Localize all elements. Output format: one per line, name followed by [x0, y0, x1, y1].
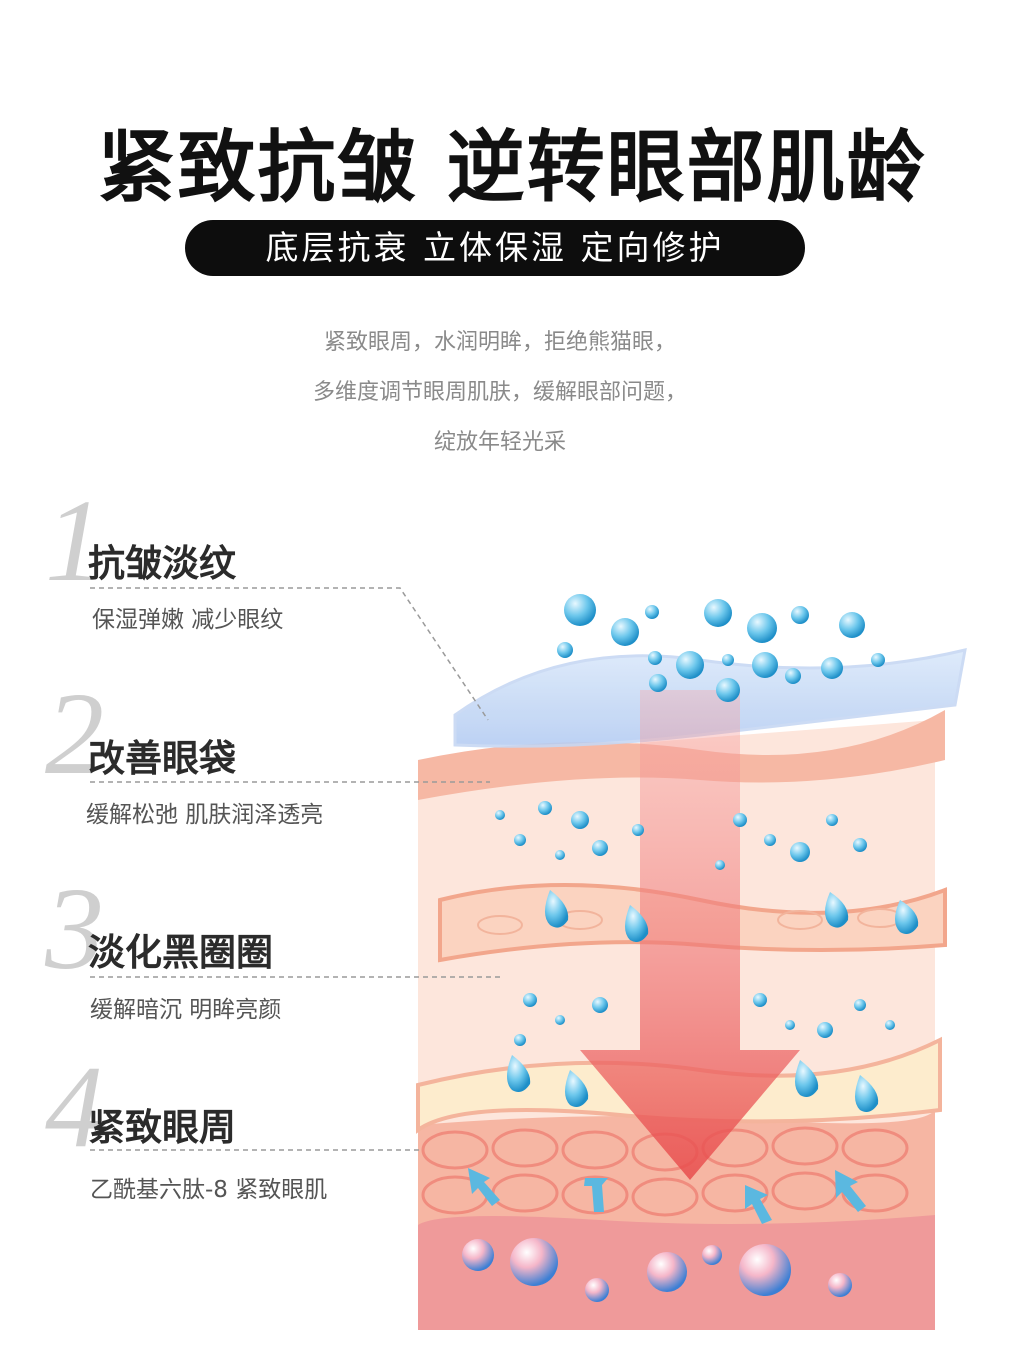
cell-arrows	[468, 1168, 866, 1224]
feature-4-number: 4	[45, 1041, 104, 1172]
feature-2-desc: 缓解松弛 肌肤润泽透亮	[86, 802, 324, 828]
intro-text: 紧致眼周，水润明眸，拒绝熊猫眼， 多维度调节眼周肌肤，缓解眼部问题， 绽放年轻光…	[0, 318, 1000, 468]
intro-line-3: 绽放年轻光采	[433, 430, 566, 455]
feature-3-desc: 缓解暗沉 明眸亮颜	[90, 997, 282, 1023]
feature-2-number: 2	[45, 668, 104, 799]
feature-2-title: 改善眼袋	[88, 736, 236, 780]
feature-4-title: 紧致眼周	[88, 1105, 236, 1149]
base-bubbles	[462, 1238, 852, 1302]
mid-bubbles	[495, 801, 895, 1046]
feature-1-desc: 保湿弹嫩 减少眼纹	[92, 607, 284, 633]
water-drops	[507, 890, 919, 1112]
feature-4-desc: 乙酰基六肽-8 紧致眼肌	[90, 1177, 328, 1203]
penetration-arrow	[580, 690, 800, 1180]
surface-bubbles	[557, 594, 885, 702]
intro-line-2: 多维度调节眼周肌肤，缓解眼部问题，	[312, 380, 687, 405]
cell-pattern	[421, 1126, 909, 1217]
feature-3-title: 淡化黑圈圈	[88, 930, 273, 974]
connector-lines	[90, 587, 500, 1151]
feature-1-title: 抗皱淡纹	[88, 541, 236, 585]
intro-line-1: 紧致眼周，水润明眸，拒绝熊猫眼，	[323, 330, 676, 355]
page-title: 紧致抗皱 逆转眼部肌龄	[97, 123, 927, 213]
feature-1-number: 1	[45, 475, 104, 606]
feature-pill: 底层抗衰 立体保湿 定向修护	[185, 220, 805, 276]
feature-3-number: 3	[45, 863, 104, 994]
